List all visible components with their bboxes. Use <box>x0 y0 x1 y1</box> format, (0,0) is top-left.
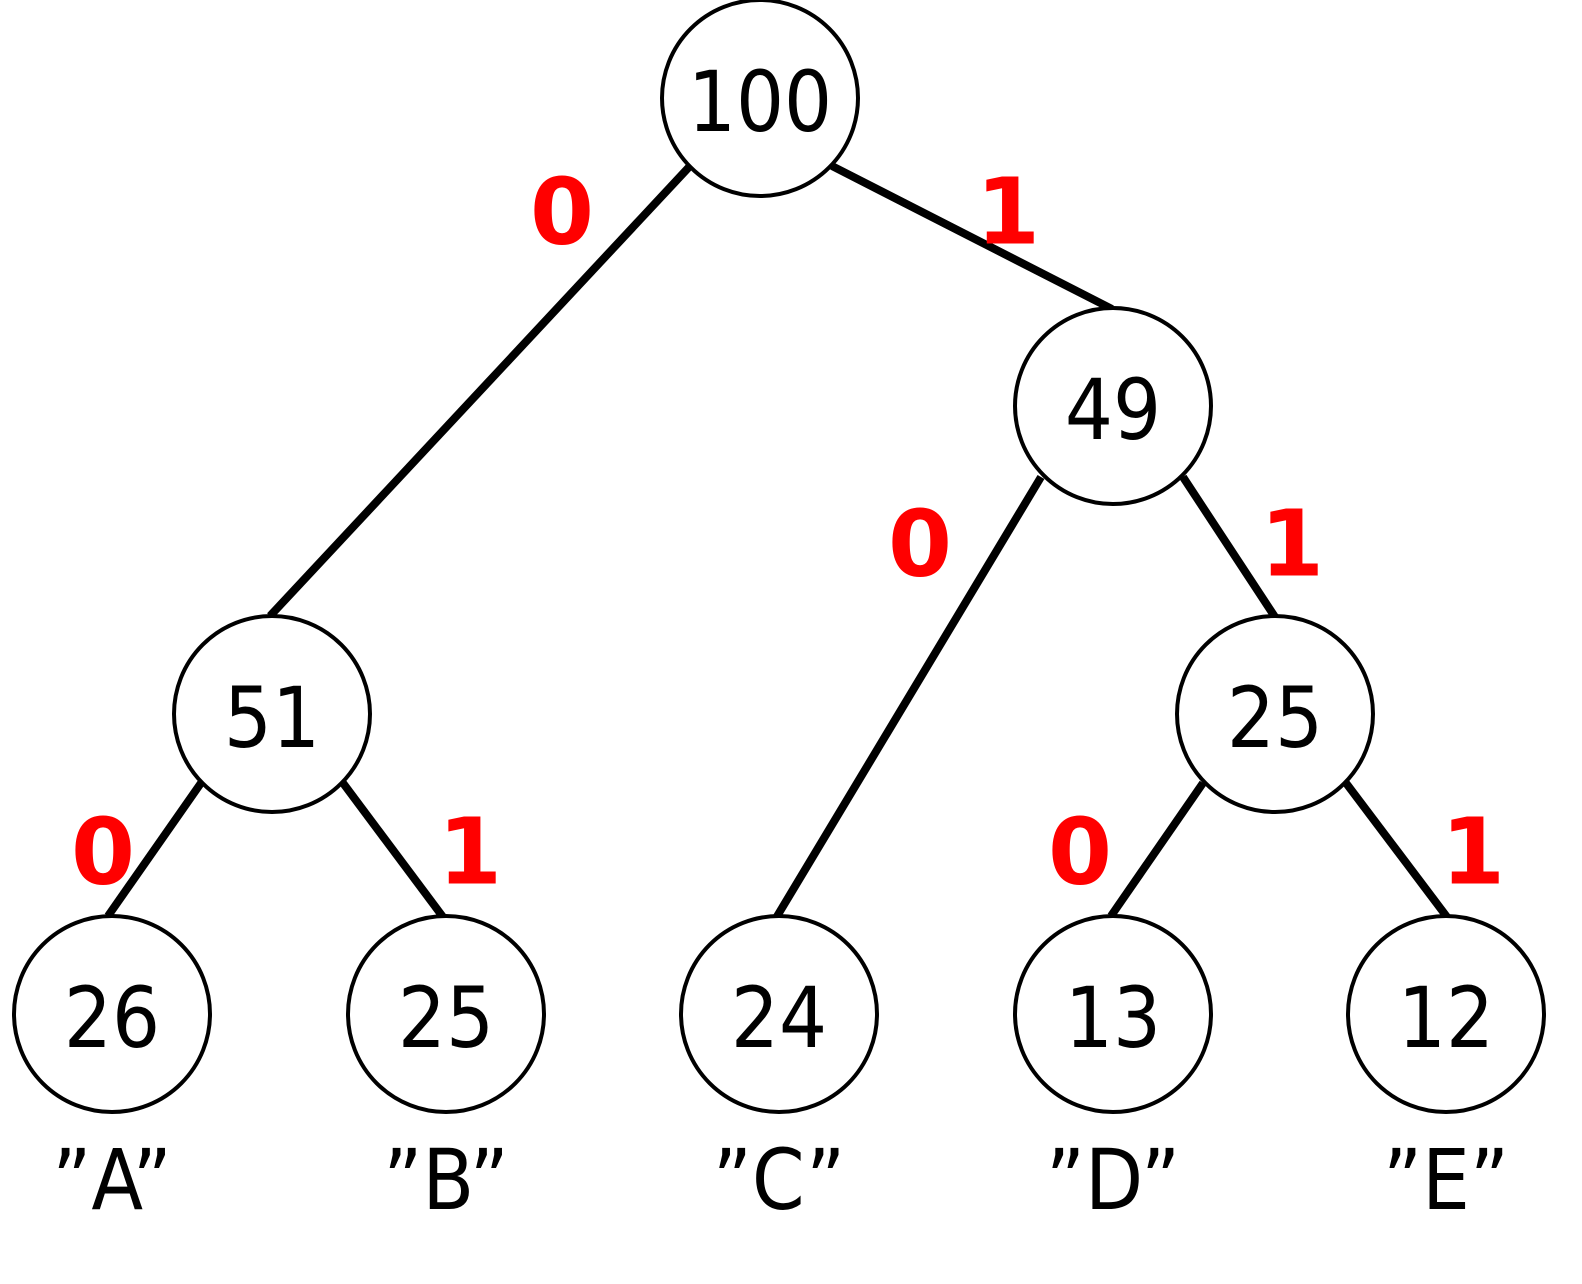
symbols-layer: ”A” ”B” ”C” ”D” ”E” <box>52 1131 1509 1229</box>
edge-n49-n25i <box>1179 474 1279 620</box>
node-value-n25i: 25 <box>1227 669 1323 767</box>
edge-n49-leafC <box>772 474 1045 921</box>
edge-labels-layer: 0 1 0 1 0 1 0 1 <box>71 159 1505 906</box>
node-value-leafD: 13 <box>1065 969 1161 1067</box>
node-value-n51: 51 <box>224 669 320 767</box>
symbol-label-leafA: ”A” <box>52 1131 172 1229</box>
edges-layer <box>104 162 1451 921</box>
node-value-leafE: 12 <box>1398 969 1494 1067</box>
node-value-root: 100 <box>688 53 832 151</box>
edge-label-root-n51: 0 <box>530 159 594 266</box>
node-leafB: 25 <box>346 914 546 1114</box>
edge-label-n49-n25i: 1 <box>1260 491 1324 598</box>
node-leafD: 13 <box>1013 914 1213 1114</box>
edge-label-n25i-leafD: 0 <box>1048 799 1112 906</box>
node-leafE: 12 <box>1346 914 1546 1114</box>
node-value-leafC: 24 <box>731 969 827 1067</box>
symbol-label-leafD: ”D” <box>1046 1131 1180 1229</box>
node-circle-n51 <box>172 614 372 814</box>
node-value-leafB: 25 <box>398 969 494 1067</box>
node-n49: 49 <box>1013 306 1213 506</box>
node-circle-leafD <box>1013 914 1213 1114</box>
node-value-n49: 49 <box>1065 361 1161 459</box>
edge-label-n25i-leafE: 1 <box>1441 799 1505 906</box>
node-leafA: 26 <box>12 914 212 1114</box>
edge-n51-leafB <box>339 780 447 920</box>
node-circle-root <box>660 0 860 198</box>
edge-root-n49 <box>830 162 1114 313</box>
symbol-label-leafB: ”B” <box>383 1131 509 1229</box>
symbol-label-leafE: ”E” <box>1383 1131 1509 1229</box>
edge-label-n49-leafC: 0 <box>888 491 952 598</box>
node-value-leafA: 26 <box>64 969 160 1067</box>
node-circle-leafB <box>346 914 546 1114</box>
edge-n25i-leafE <box>1342 780 1451 920</box>
node-n51: 51 <box>172 614 372 814</box>
node-circle-n49 <box>1013 306 1213 506</box>
node-leafC: 24 <box>679 914 879 1114</box>
node-circle-n25i <box>1175 614 1375 814</box>
symbol-label-leafC: ”C” <box>713 1131 846 1229</box>
node-n25i: 25 <box>1175 614 1375 814</box>
edge-n51-leafA <box>104 780 205 919</box>
node-circle-leafA <box>12 914 212 1114</box>
node-circle-leafC <box>679 914 879 1114</box>
node-circle-leafE <box>1346 914 1546 1114</box>
edge-label-n51-leafB: 1 <box>438 799 502 906</box>
node-root: 100 <box>660 0 860 198</box>
edge-label-n51-leafA: 0 <box>71 799 135 906</box>
edge-n25i-leafD <box>1107 780 1207 919</box>
edge-root-n51 <box>267 163 693 619</box>
edge-label-root-n49: 1 <box>976 159 1040 266</box>
